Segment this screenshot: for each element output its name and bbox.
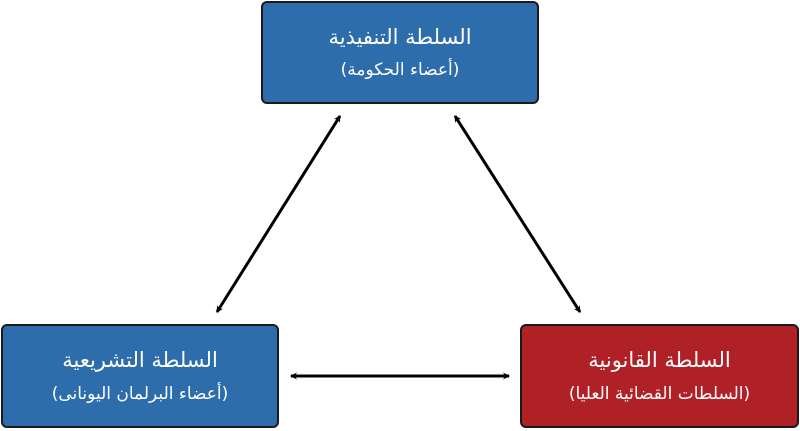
arrow-executive-legislative	[215, 115, 342, 313]
executive-power-box: السلطة التنفيذية (أعضاء الحكومة)	[261, 1, 539, 104]
judicial-power-box: السلطة القانونية (السلطات القضائية العلي…	[520, 324, 799, 428]
arrow-executive-judicial	[453, 115, 582, 313]
executive-power-subtitle: (أعضاء الحكومة)	[340, 60, 460, 80]
executive-power-title: السلطة التنفيذية	[328, 24, 472, 49]
judicial-power-subtitle: (السلطات القضائية العليا)	[568, 383, 751, 404]
judicial-power-title: السلطة القانونية	[588, 348, 731, 373]
legislative-power-title: السلطة التشريعية	[62, 348, 218, 373]
legislative-power-subtitle: (أعضاء البرلمان اليونانى)	[51, 383, 229, 404]
legislative-power-box: السلطة التشريعية (أعضاء البرلمان اليونان…	[1, 324, 279, 428]
